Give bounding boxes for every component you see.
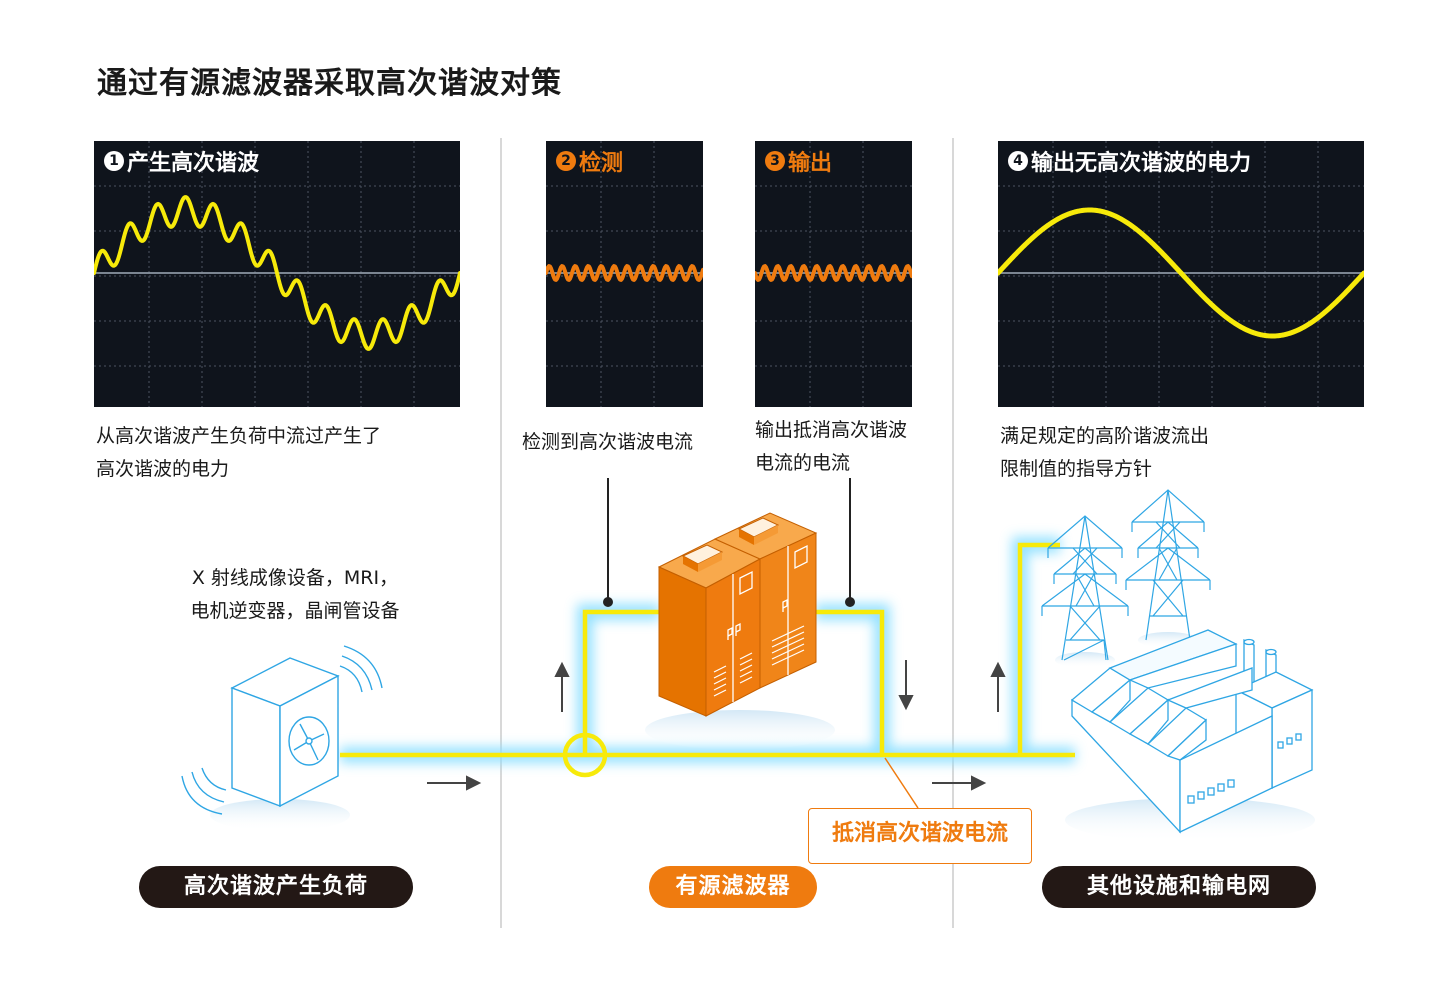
cancelling-current-trace — [755, 264, 912, 282]
section-divider — [500, 138, 502, 928]
step-4-description: 满足规定的高阶谐波流出 限制值的指导方针 — [1000, 425, 1210, 480]
clean-sine-trace — [998, 207, 1364, 339]
step-4-title: 输出无高次谐波的电力 — [1031, 151, 1252, 176]
step-2-label: 2 检测 — [556, 145, 623, 177]
scope-grid — [755, 141, 912, 407]
step-1-label: 1 产生高次谐波 — [104, 145, 259, 177]
oscilloscope-step-3: 3 输出 — [755, 141, 912, 407]
scope-grid — [998, 141, 1364, 407]
arrow-up-icon — [990, 661, 1006, 712]
leader-dot — [603, 597, 613, 607]
hvac-fan-unit-icon — [181, 645, 383, 831]
waveform-distorted — [94, 141, 460, 407]
leader-lines — [607, 478, 851, 601]
step-1-title: 产生高次谐波 — [127, 151, 260, 176]
waveform-cancel — [755, 141, 912, 407]
step-2-description: 检测到高次谐波电流 — [522, 431, 694, 453]
detection-point — [562, 732, 608, 778]
step-3-description: 输出抵消高次谐波 电流的电流 — [755, 419, 908, 474]
factory-icon — [1065, 629, 1315, 842]
step-3-label: 3 输出 — [765, 145, 832, 177]
step-1-number-badge: 1 — [104, 151, 124, 171]
leader-dot — [845, 597, 855, 607]
pill-active-filter: 有源滤波器 — [649, 866, 817, 908]
waveform-harmonic — [546, 141, 703, 407]
arrow-right-icon — [932, 775, 987, 791]
oscilloscope-step-1: 1 产生高次谐波 — [94, 141, 460, 407]
transmission-tower-icon — [1125, 489, 1211, 648]
step-3-title: 输出 — [788, 151, 833, 176]
arrow-down-icon — [898, 660, 914, 711]
pill-harmonic-load: 高次谐波产生负荷 — [139, 866, 413, 908]
waveform-clean-sine — [998, 141, 1364, 407]
transmission-tower-icon — [1041, 515, 1129, 668]
oscilloscope-step-2: 2 检测 — [546, 141, 703, 407]
step-1-description: 从高次谐波产生负荷中流过产生了 高次谐波的电力 — [96, 425, 382, 480]
step-3-number-badge: 3 — [765, 151, 785, 171]
harmonic-current-trace — [546, 264, 703, 282]
step-2-number-badge: 2 — [556, 151, 576, 171]
cancel-current-callout: 抵消高次谐波电流 — [808, 808, 1032, 864]
scope-grid — [94, 141, 460, 407]
active-filter-cabinet-icon — [645, 512, 835, 750]
step-2-title: 检测 — [579, 151, 624, 176]
step-4-number-badge: 4 — [1008, 151, 1028, 171]
callout-pointer — [884, 757, 919, 809]
power-wires — [340, 542, 1075, 758]
step-4-label: 4 输出无高次谐波的电力 — [1008, 145, 1251, 177]
page-title: 通过有源滤波器采取高次谐波对策 — [97, 66, 562, 101]
section-divider — [952, 138, 954, 928]
oscilloscope-step-4: 4 输出无高次谐波的电力 — [998, 141, 1364, 407]
arrow-right-icon — [427, 775, 482, 791]
load-device-list: X 射线成像设备，MRI， 电机逆变器，晶闸管设备 — [190, 567, 400, 622]
pill-grid: 其他设施和输电网 — [1042, 866, 1316, 908]
distorted-current-trace — [94, 195, 460, 351]
arrow-up-icon — [554, 661, 570, 712]
